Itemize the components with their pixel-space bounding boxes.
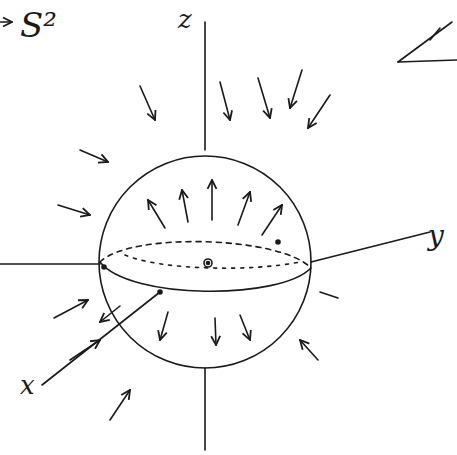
space-label: S² (20, 8, 57, 42)
axis-label: y (428, 222, 444, 250)
axis-label: x (20, 372, 35, 398)
axis-label: z (178, 6, 192, 32)
